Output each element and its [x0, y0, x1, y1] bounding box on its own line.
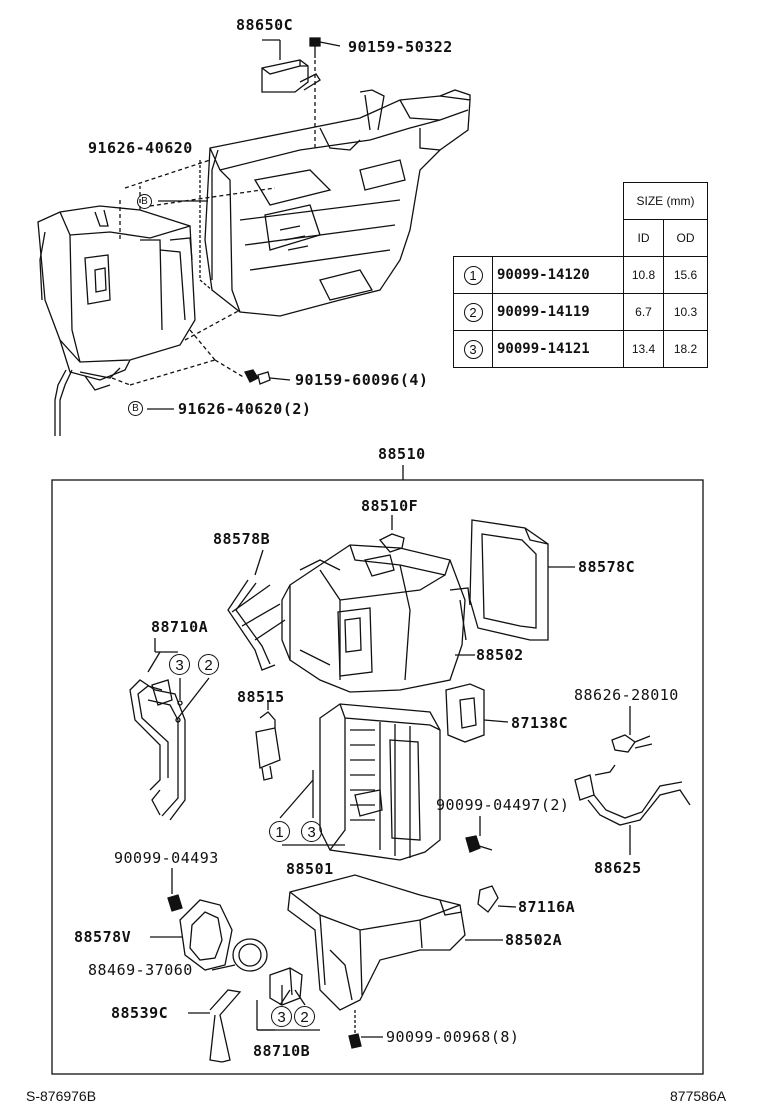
col-id-header: ID	[623, 219, 664, 257]
alignment-dashed-lines	[111, 159, 276, 386]
screw-90099-00968-drawing	[348, 1010, 383, 1049]
label-88625: 88625	[594, 859, 642, 877]
table-row: 1 90099-14120 10.8 15.6	[453, 256, 708, 294]
row-id: 10.8	[623, 256, 664, 294]
harness-88625-drawing	[574, 764, 691, 855]
row-index: 1	[463, 265, 483, 285]
callout-3-88710b: 3	[271, 1006, 292, 1027]
label-87116a: 87116A	[518, 898, 576, 916]
label-87138c: 87138C	[511, 714, 569, 732]
row-part-number: 90099-14121	[492, 330, 624, 368]
label-91626-40620: 91626-40620	[88, 139, 193, 157]
screw-90099-04497-drawing	[465, 816, 493, 853]
row-part-number: 90099-14119	[492, 293, 624, 331]
size-table-subheader-row: ID OD	[454, 219, 708, 257]
footer-right-code: 877586A	[670, 1088, 727, 1104]
col-od-header: OD	[663, 219, 708, 257]
label-88626-28010: 88626-28010	[574, 686, 679, 704]
tube-88710a-drawing	[129, 638, 210, 821]
expansion-valve-88515-drawing	[255, 700, 281, 781]
label-88515: 88515	[237, 688, 285, 706]
callout-2-88710a: 2	[198, 654, 219, 675]
part-87138c-drawing	[445, 683, 509, 743]
case-lower-88502a-drawing	[287, 874, 503, 1011]
table-row: 2 90099-14119 6.7 10.3	[453, 293, 708, 331]
label-88650c: 88650C	[236, 16, 294, 34]
label-88578b: 88578B	[213, 530, 271, 548]
callout-3-88710a: 3	[169, 654, 190, 675]
clip-87116a-drawing	[477, 885, 517, 913]
row-part-number: 90099-14120	[492, 256, 624, 294]
size-header: SIZE (mm)	[623, 182, 708, 220]
row-id: 13.4	[623, 330, 664, 368]
marker-b-upper: B	[137, 194, 152, 209]
label-90099-00968: 90099-00968(8)	[386, 1028, 520, 1046]
label-90159-60096: 90159-60096(4)	[295, 371, 429, 389]
case-upper-88502-drawing	[281, 544, 471, 693]
leader-88578b	[254, 549, 264, 576]
filter-88578c-drawing	[469, 519, 575, 641]
row-id: 6.7	[623, 293, 664, 331]
ring-88469-37060-drawing	[211, 938, 268, 972]
label-88502: 88502	[476, 646, 524, 664]
part-88626-28010-drawing	[611, 706, 653, 753]
row-index: 2	[463, 302, 483, 322]
label-88710b: 88710B	[253, 1042, 311, 1060]
bracket-88650c-drawing	[261, 39, 321, 93]
label-88578c: 88578C	[578, 558, 636, 576]
clip-88510f-drawing	[378, 515, 405, 553]
row-index: 3	[463, 339, 483, 359]
label-91626-40620-2: 91626-40620(2)	[178, 400, 312, 418]
label-88539c: 88539C	[111, 1004, 169, 1022]
size-table: SIZE (mm) ID OD 1 90099-14120 10.8 15.6 …	[453, 182, 708, 368]
row-od: 10.3	[663, 293, 708, 331]
label-88502a: 88502A	[505, 931, 563, 949]
screw-90099-04493-drawing	[167, 868, 183, 912]
hose-88539c-drawing	[188, 989, 242, 1063]
label-88510f: 88510F	[361, 497, 419, 515]
label-90099-04493: 90099-04493	[114, 849, 219, 867]
evaporator-88501-drawing	[279, 703, 441, 861]
row-od: 15.6	[663, 256, 708, 294]
assembly-title: 88510	[378, 445, 426, 463]
grommet-88578v-drawing	[150, 899, 233, 971]
size-table-header-row: SIZE (mm)	[454, 182, 708, 220]
row-od: 18.2	[663, 330, 708, 368]
table-row: 3 90099-14121 13.4 18.2	[453, 330, 708, 368]
pipe-88578b-drawing	[227, 579, 286, 671]
bolt-90159-50322-drawing	[309, 37, 341, 150]
blower-unit-drawing	[37, 205, 196, 436]
callout-1-88501: 1	[269, 821, 290, 842]
valve-88710b-drawing	[256, 967, 320, 1031]
screw-90159-60096-drawing	[244, 369, 291, 385]
callout-2-88710b: 2	[294, 1006, 315, 1027]
callout-3-88501: 3	[301, 821, 322, 842]
label-90159-50322: 90159-50322	[348, 38, 453, 56]
ac-unit-housing-drawing	[199, 89, 471, 317]
label-88469-37060: 88469-37060	[88, 961, 193, 979]
label-88578v: 88578V	[74, 928, 132, 946]
footer-left-code: S-876976B	[26, 1088, 97, 1104]
marker-b-lower: B	[128, 401, 143, 416]
label-88710a: 88710A	[151, 618, 209, 636]
label-90099-04497: 90099-04497(2)	[436, 796, 570, 814]
assembly-frame	[51, 479, 704, 1075]
label-88501: 88501	[286, 860, 334, 878]
